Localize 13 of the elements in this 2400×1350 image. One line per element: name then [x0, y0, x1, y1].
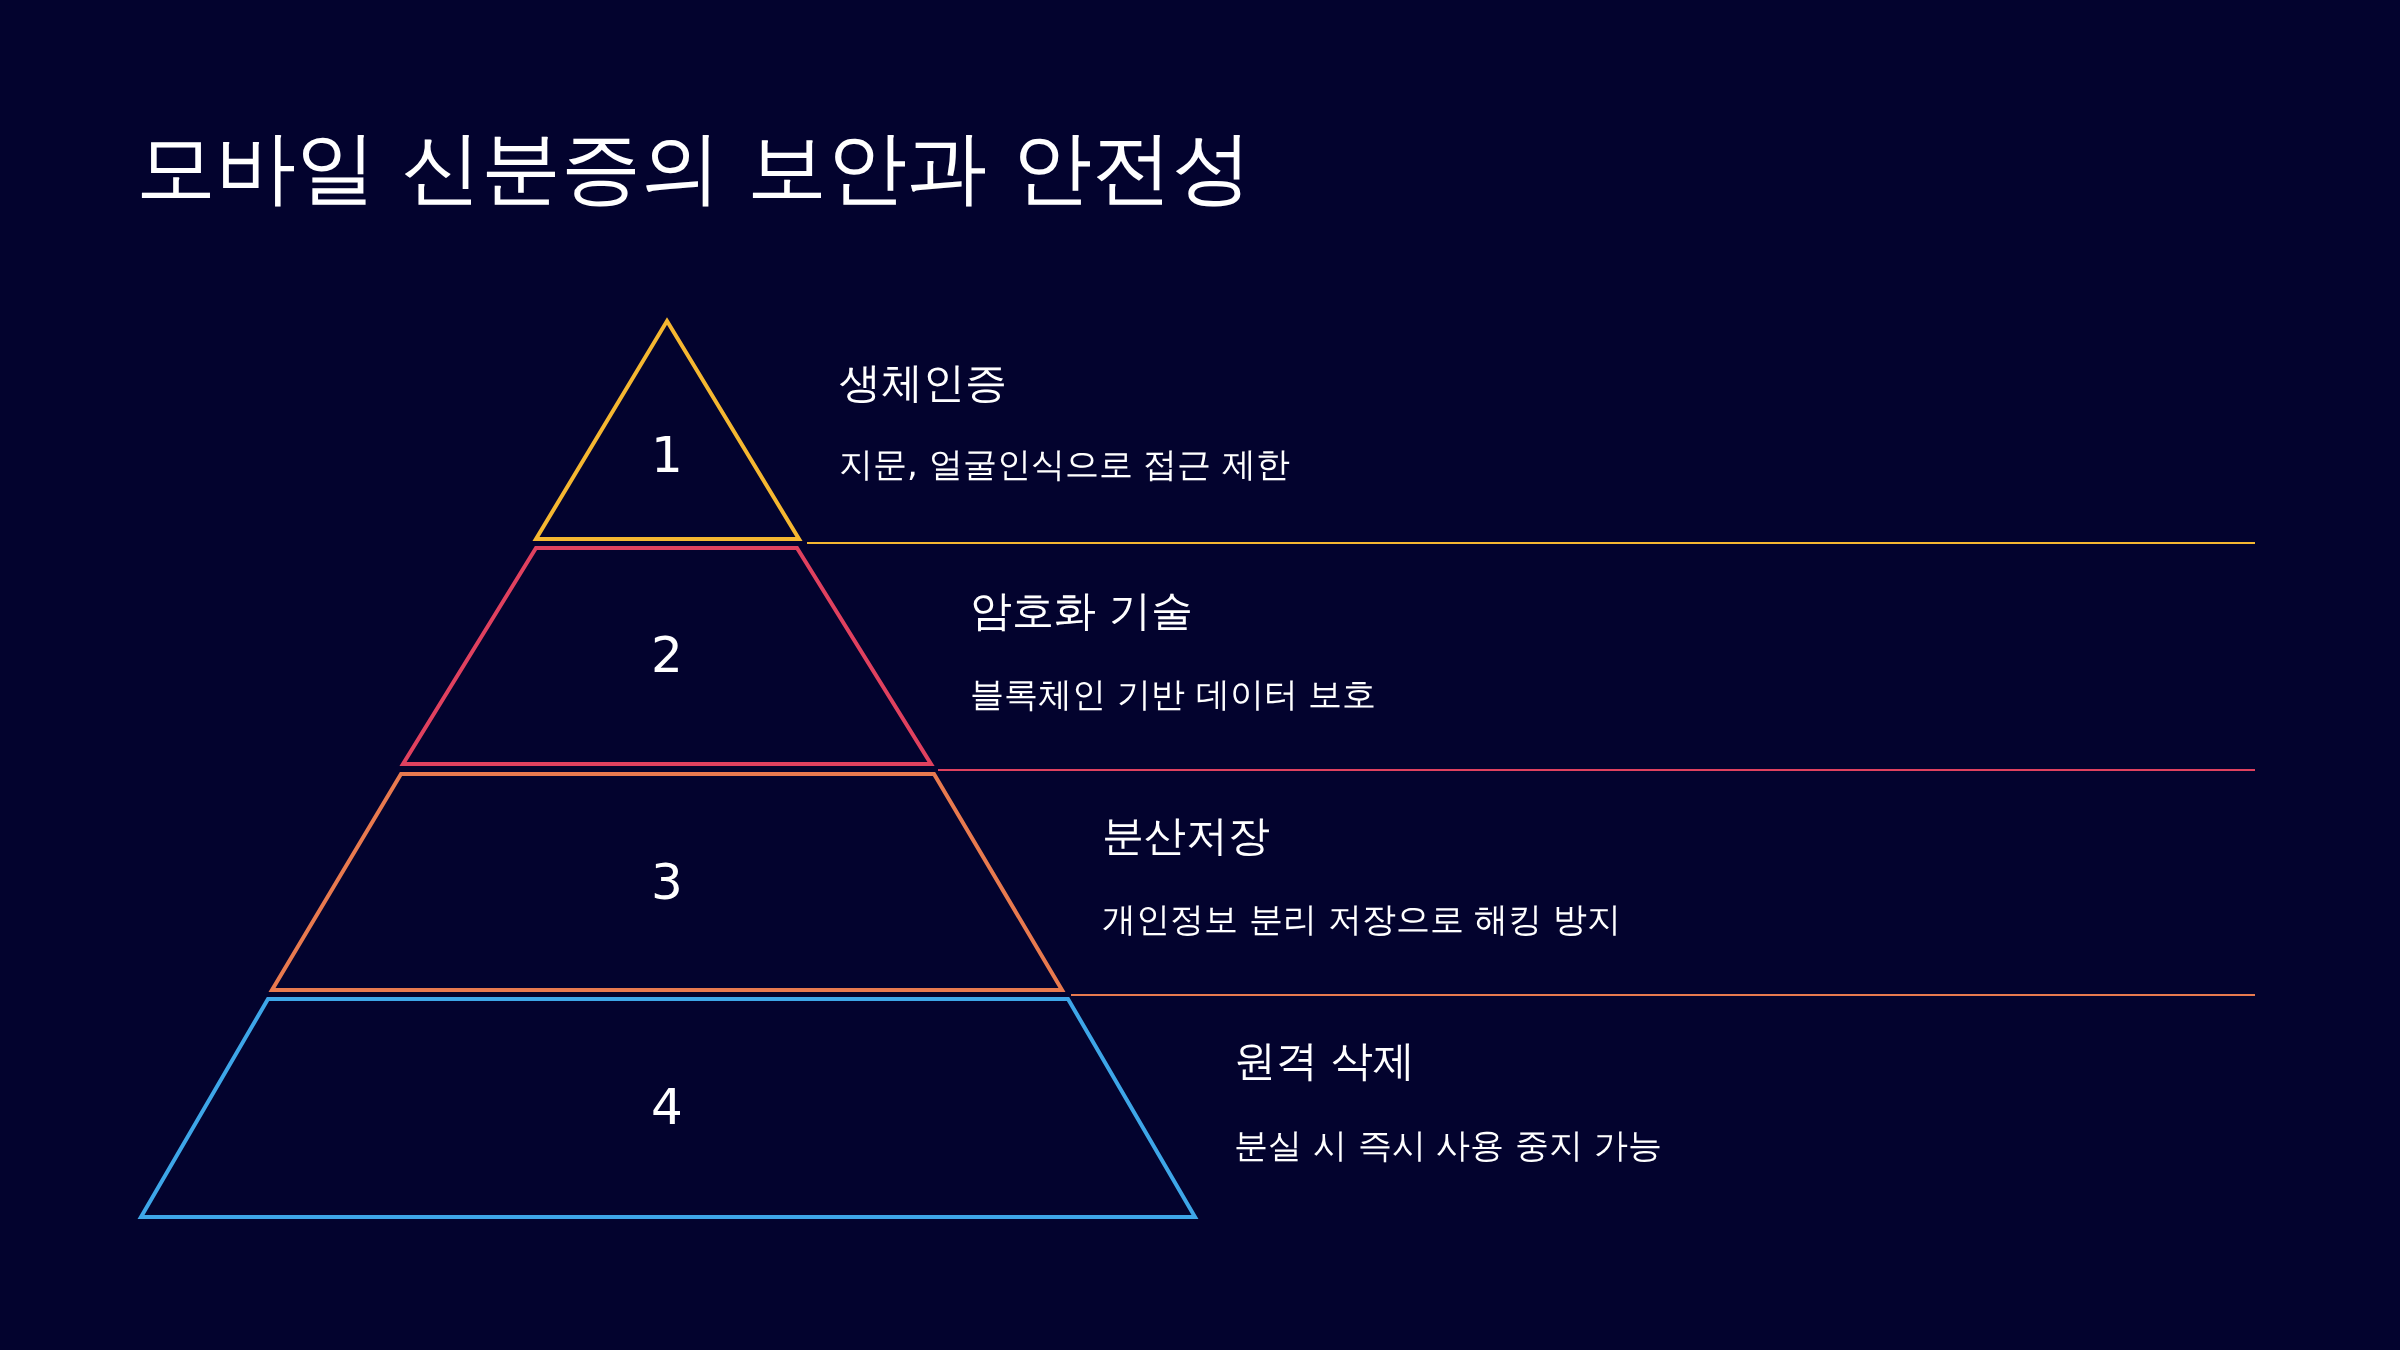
tier-description: 블록체인 기반 데이터 보호 — [970, 677, 1377, 711]
tier-heading: 분산저장 — [1102, 815, 1270, 857]
tier-description: 개인정보 분리 저장으로 해킹 방지 — [1102, 902, 1622, 936]
tier-number: 2 — [651, 630, 683, 680]
tier-description: 지문, 얼굴인식으로 접근 제한 — [839, 447, 1291, 481]
tier-heading: 암호화 기술 — [970, 590, 1194, 632]
tier-number: 1 — [651, 430, 683, 480]
tier-heading: 원격 삭제 — [1234, 1040, 1416, 1082]
slide-title: 모바일 신분증의 보안과 안전성 — [136, 128, 1253, 208]
tier-heading: 생체인증 — [839, 362, 1007, 404]
tier-number: 4 — [651, 1082, 683, 1132]
tier-description: 분실 시 즉시 사용 중지 가능 — [1234, 1128, 1663, 1162]
tier-number: 3 — [651, 857, 683, 907]
